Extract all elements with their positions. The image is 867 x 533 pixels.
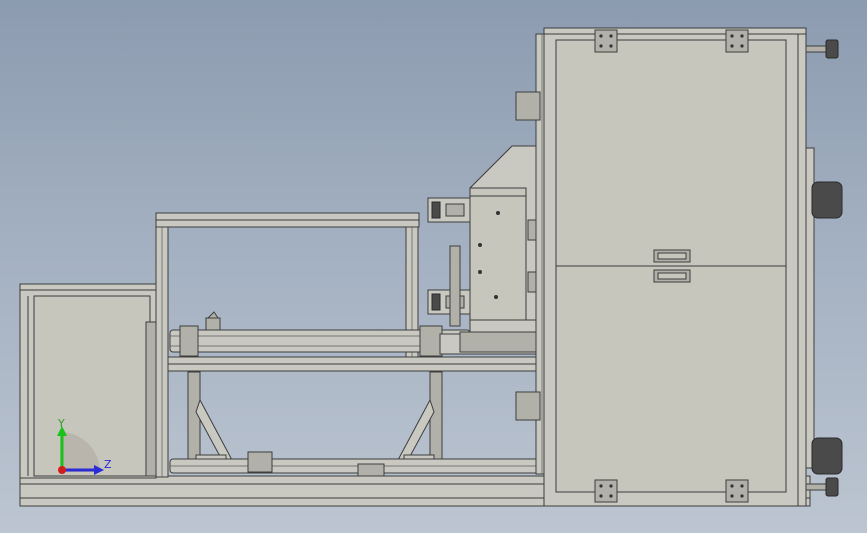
y-axis-arrowhead: [57, 426, 67, 436]
feeder-block: [427, 145, 543, 353]
z-axis-label: Z: [104, 458, 112, 471]
left-cabinet: [19, 283, 157, 479]
main-cabinet: [543, 27, 807, 507]
middle-frame: [155, 212, 541, 478]
y-axis-label: Y: [57, 417, 65, 430]
x-axis-dot: [58, 466, 66, 474]
z-axis-arrowhead: [94, 465, 104, 475]
side-panel: [805, 39, 843, 497]
lower-supports: [169, 371, 541, 477]
coordinate-triad: Y Z: [57, 417, 112, 475]
